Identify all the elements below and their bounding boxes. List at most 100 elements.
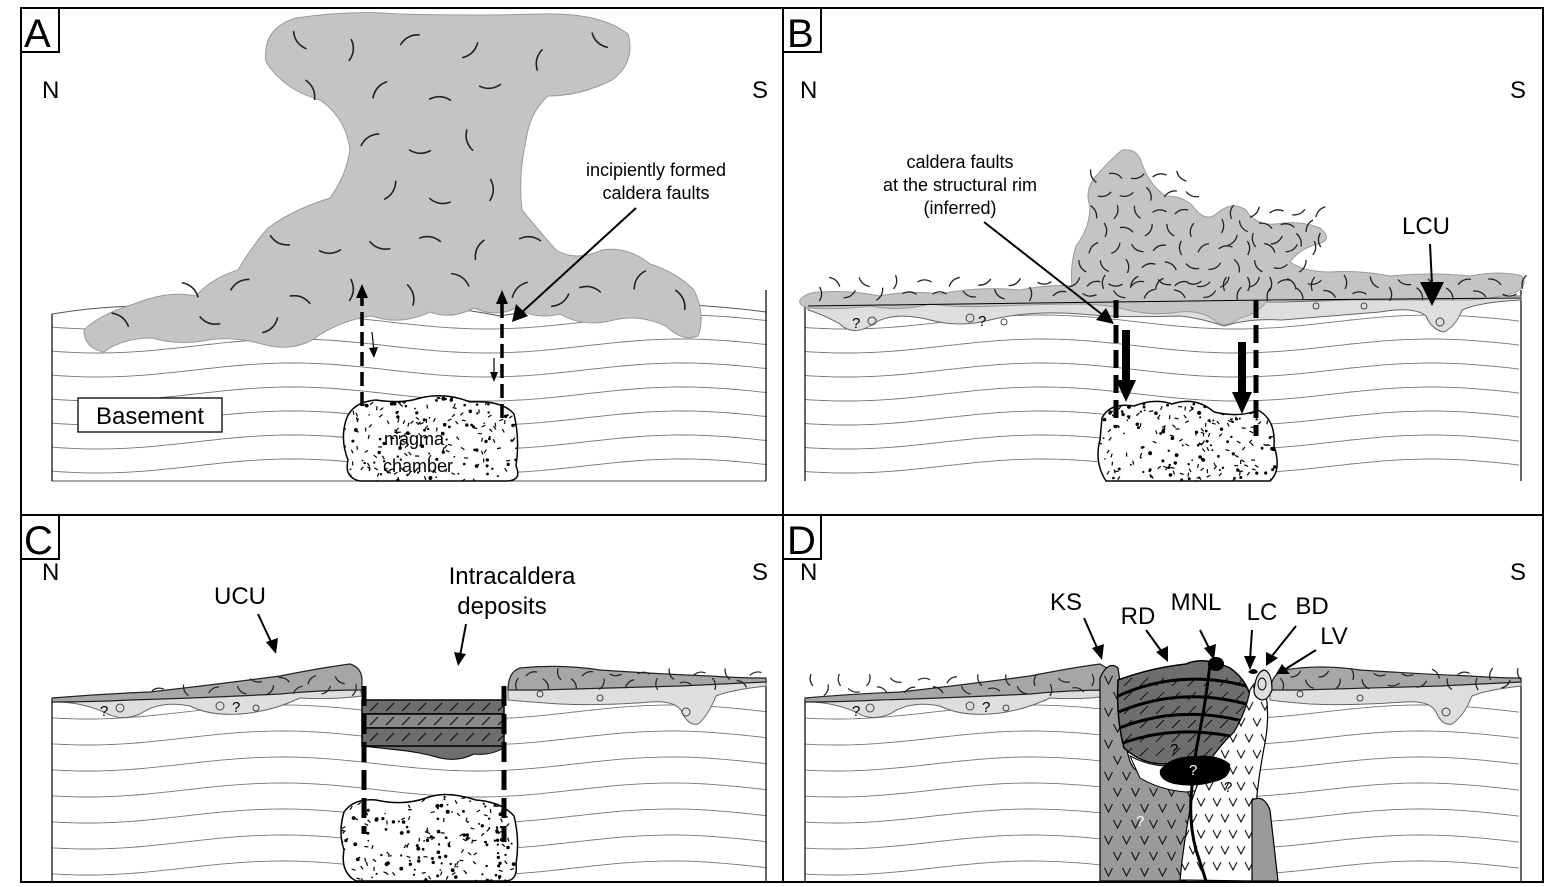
magma-speck — [1174, 417, 1179, 420]
magma-speck — [353, 842, 358, 847]
ks-arrow — [1083, 617, 1099, 651]
texture-tick — [1139, 719, 1149, 729]
magma-label-line1: magma — [384, 429, 445, 449]
incipient-faults-label-line2: caldera faults — [602, 183, 709, 203]
magma-speck — [428, 454, 432, 459]
magma-speck — [366, 808, 370, 812]
texture-vee — [1244, 733, 1254, 744]
magma-speck — [1142, 405, 1146, 409]
magma-speck — [1199, 416, 1202, 419]
magma-speck — [442, 422, 447, 427]
lcu-arrow — [1429, 243, 1433, 285]
texture-tick — [843, 289, 856, 299]
magma-speck — [1128, 399, 1132, 400]
magma-speck — [499, 418, 504, 422]
magma-speck — [1249, 411, 1254, 415]
texture-tick — [1174, 208, 1189, 215]
intracaldera-layer-3 — [361, 727, 505, 747]
texture-tick — [1352, 291, 1367, 295]
rim-faults-arrowhead — [1096, 308, 1114, 324]
texture-tick — [1144, 224, 1153, 237]
texture-vee — [1228, 797, 1238, 808]
clast-circles-b — [867, 302, 1445, 327]
magma-speck — [482, 395, 486, 399]
texture-vee — [1158, 867, 1167, 878]
magma-speck — [498, 861, 502, 865]
magma-speck — [450, 868, 455, 873]
texture-tick — [278, 676, 290, 683]
texture-tick — [1475, 677, 1479, 691]
texture-vee — [1113, 787, 1122, 798]
texture-tick — [581, 671, 594, 677]
magma-speck — [1139, 422, 1142, 428]
magma-speck — [356, 877, 361, 880]
texture-tick — [481, 702, 491, 712]
magma-speck — [1167, 466, 1171, 469]
magma-speck — [1228, 396, 1230, 398]
texture-tick — [1187, 705, 1197, 715]
stratum-line — [805, 338, 1520, 354]
texture-tick — [525, 671, 538, 677]
texture-tick — [1108, 172, 1123, 179]
magma-speck — [440, 791, 443, 794]
magma-speck — [461, 478, 466, 481]
magma-speck — [377, 450, 381, 455]
magma-speck — [456, 436, 460, 441]
magma-speck — [469, 800, 471, 803]
texture-tick — [1318, 670, 1330, 678]
north-label-b: N — [800, 77, 817, 104]
texture-tick — [433, 732, 443, 742]
magma-speck — [492, 438, 496, 443]
texture-tick — [1387, 682, 1400, 687]
texture-tick — [1187, 747, 1197, 757]
cloud-texture-b — [818, 169, 1527, 302]
magma-speck — [408, 859, 411, 862]
magma-speck — [444, 444, 448, 449]
magma-speck — [348, 795, 353, 799]
magma-speck — [1102, 437, 1105, 439]
magma-speck — [423, 435, 428, 439]
texture-tick — [1445, 287, 1454, 301]
texture-vee — [1167, 819, 1176, 830]
magma-speck — [488, 817, 491, 820]
magma-speck — [460, 446, 465, 451]
magma-speck — [493, 425, 497, 430]
bd-label: BD — [1295, 593, 1328, 620]
magma-speck — [1266, 443, 1271, 447]
magma-speck — [504, 879, 507, 881]
magma-speck — [462, 838, 467, 842]
texture-tick — [1488, 278, 1502, 286]
magma-speck — [341, 826, 346, 830]
magma-speck — [1211, 422, 1216, 425]
texture-tick — [1473, 290, 1487, 298]
magma-speck — [449, 398, 453, 402]
stratum-line — [805, 386, 1520, 402]
magma-speck — [467, 851, 472, 856]
texture-tick — [1189, 222, 1195, 238]
magma-speck — [441, 396, 446, 401]
magma-speck — [1122, 397, 1124, 399]
unknown-mark-c-1: ? — [100, 703, 108, 720]
magma-speck — [496, 855, 500, 860]
rim-faults-label-line3: (inferred) — [923, 198, 996, 218]
texture-vee — [1212, 861, 1222, 872]
magma-speck — [423, 476, 427, 481]
intracaldera-arrowhead — [454, 652, 466, 666]
texture-tick — [1203, 733, 1213, 743]
unknown-mark-d-bd: ? — [1224, 779, 1232, 796]
magma-speck — [504, 860, 508, 865]
mnl-arrowhead — [1204, 644, 1216, 660]
magma-speck — [459, 412, 464, 416]
magma-speck — [397, 418, 400, 423]
magma-speck — [403, 432, 407, 437]
texture-tick — [1141, 262, 1156, 269]
magma-speck — [480, 824, 484, 828]
magma-speck — [422, 418, 426, 422]
magma-speck — [436, 829, 441, 834]
magma-speck — [428, 452, 431, 455]
magma-speck — [1187, 472, 1190, 477]
magma-speck — [1191, 407, 1194, 410]
magma-speck — [1154, 411, 1158, 416]
magma-speck — [1148, 469, 1151, 473]
magma-speck — [399, 458, 402, 461]
